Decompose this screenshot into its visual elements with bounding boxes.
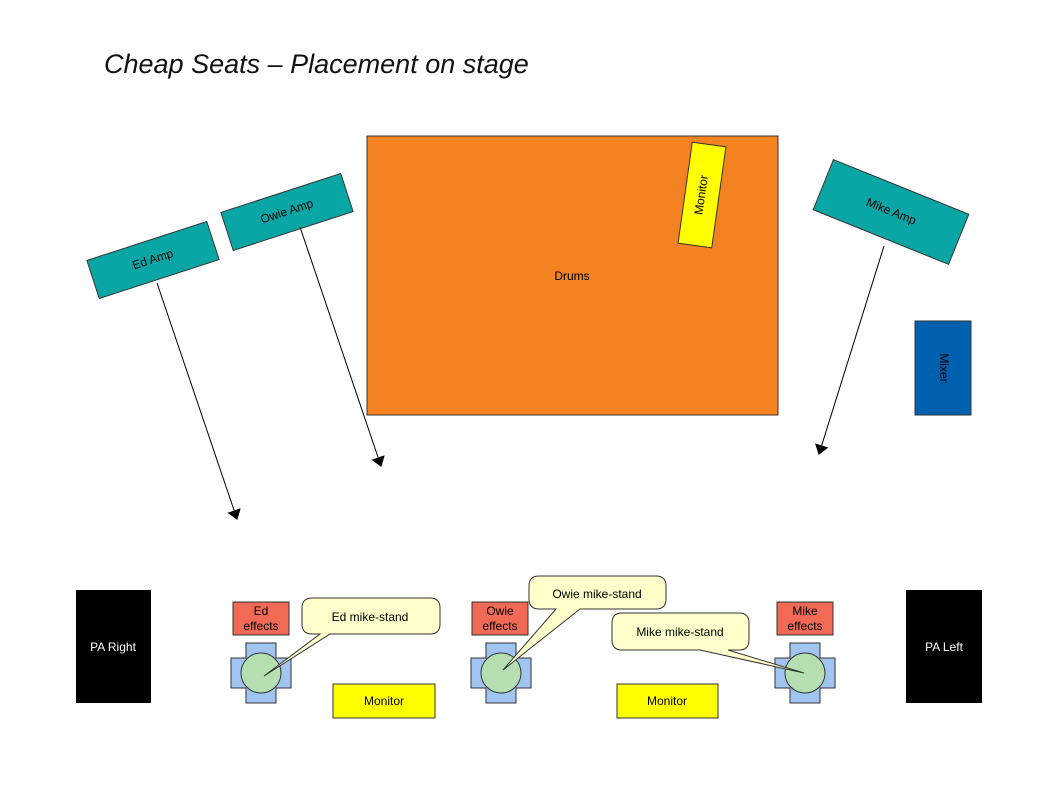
ed-mike-stand-label: Ed mike-stand [332, 610, 409, 624]
drum-monitor-label: Monitor [691, 174, 710, 216]
pa-left: PA Left [906, 590, 982, 703]
owie-effects-line1: Owie [486, 604, 514, 618]
mike-amp-arrow [815, 245, 885, 455]
ed-mike-stand-marker [230, 642, 292, 704]
owie-effects-line2: effects [482, 619, 517, 633]
ed-effects-line2: effects [243, 619, 278, 633]
diagram-title: Cheap Seats – Placement on stage [104, 49, 529, 79]
owie-effects: Owie effects [471, 601, 529, 636]
pa-right: PA Right [76, 590, 151, 703]
mike-effects-line1: Mike [792, 604, 818, 618]
ed-mike-stand-callout: Ed mike-stand [263, 597, 441, 677]
ed-amp: Ed Amp [86, 220, 220, 300]
ed-amp-arrow [156, 282, 241, 520]
pa-left-label: PA Left [925, 640, 963, 654]
mike-effects: Mike effects [776, 601, 834, 636]
owie-mike-stand-label: Owie mike-stand [552, 587, 641, 601]
floor-monitor-right: Monitor [616, 683, 719, 719]
mike-amp: Mike Amp [812, 158, 970, 266]
floor-monitor-right-label: Monitor [647, 694, 687, 708]
floor-monitor-left-label: Monitor [364, 694, 404, 708]
mixer-label: Mixer [937, 353, 951, 382]
mixer: Mixer [914, 320, 972, 416]
drums-label: Drums [554, 269, 589, 283]
owie-amp: Owie Amp [220, 172, 354, 252]
mike-effects-line2: effects [787, 619, 822, 633]
mike-mike-stand-label: Mike mike-stand [636, 625, 723, 639]
mike-mike-stand-marker [774, 642, 836, 704]
pa-right-label: PA Right [90, 640, 136, 654]
drum-monitor: Monitor [677, 141, 727, 249]
owie-amp-arrow [299, 226, 385, 467]
ed-effects: Ed effects [232, 601, 290, 636]
owie-mike-stand-callout: Owie mike-stand [502, 575, 667, 671]
mike-mike-stand-callout: Mike mike-stand [611, 612, 805, 674]
ed-effects-line1: Ed [254, 604, 269, 618]
floor-monitor-left: Monitor [332, 683, 436, 719]
